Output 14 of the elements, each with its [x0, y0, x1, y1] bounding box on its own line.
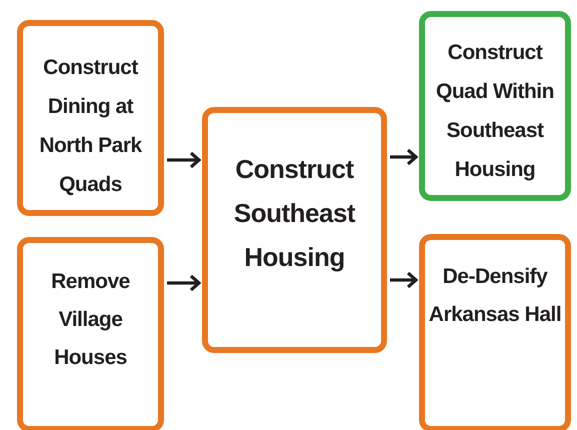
outcome-box: [419, 11, 571, 201]
node-label: Construct Quad Within Southeast Housing: [435, 40, 555, 183]
process-box: [17, 20, 164, 216]
arrow: [390, 148, 418, 166]
arrow: [167, 274, 201, 292]
node-label: Construct Southeast Housing: [232, 153, 356, 274]
node-label: Construct Dining at North Park Quads: [38, 55, 143, 198]
arrow: [167, 151, 201, 169]
process-box: [419, 234, 571, 430]
process-box: [202, 107, 387, 353]
node-label: De-Densify Arkansas Hall: [428, 264, 562, 328]
node-label: Remove Village Houses: [50, 269, 131, 371]
arrow: [390, 271, 418, 289]
process-box: [17, 237, 164, 430]
